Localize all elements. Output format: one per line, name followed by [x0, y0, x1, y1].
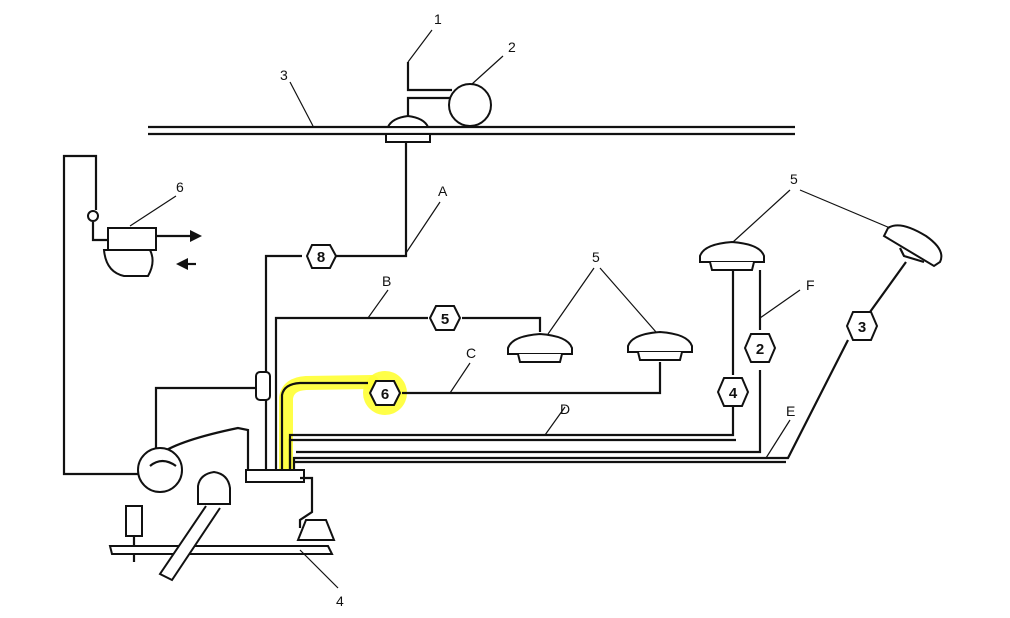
component-6-valve: [87, 195, 202, 277]
left-wire: [62, 154, 258, 476]
svg-text:5: 5: [441, 311, 449, 328]
hose-3: 3: [845, 311, 879, 341]
main-pipe: [148, 125, 795, 136]
callout-5-center: 5: [592, 249, 600, 265]
hose-2: 2: [743, 333, 777, 363]
line-e: [292, 261, 907, 470]
actuator-5c: [699, 240, 765, 271]
line-b: [274, 289, 542, 470]
component-2-motor: [406, 29, 504, 127]
leader-3: [289, 81, 314, 127]
line-label-a: A: [438, 183, 448, 199]
svg-text:4: 4: [729, 385, 738, 402]
line-label-b: B: [382, 273, 391, 289]
hose-4: 4: [716, 377, 750, 407]
callout-1: 1: [434, 11, 442, 27]
component-4-base: [108, 371, 339, 589]
callout-5-right: 5: [790, 171, 798, 187]
svg-text:8: 8: [317, 249, 325, 266]
hose-5: 5: [428, 305, 462, 331]
line-d: [288, 270, 736, 470]
pipe-fitting: [385, 106, 431, 143]
callout-4: 4: [336, 593, 344, 609]
actuator-5a: [507, 332, 573, 363]
line-label-f: F: [806, 277, 815, 293]
line-f: [296, 270, 801, 454]
callout-2: 2: [508, 39, 516, 55]
line-label-e: E: [786, 403, 795, 419]
svg-text:6: 6: [381, 386, 389, 403]
actuator-5d: [732, 189, 943, 268]
svg-text:3: 3: [858, 319, 866, 336]
hose-6: 6: [368, 380, 402, 406]
callout-3: 3: [280, 67, 288, 83]
line-c: [280, 362, 662, 470]
hose-8: 8: [305, 244, 338, 269]
actuator-5b: [547, 267, 693, 361]
line-label-c: C: [466, 345, 476, 361]
svg-text:2: 2: [756, 341, 764, 358]
callout-6: 6: [176, 179, 184, 195]
line-label-d: D: [560, 401, 570, 417]
